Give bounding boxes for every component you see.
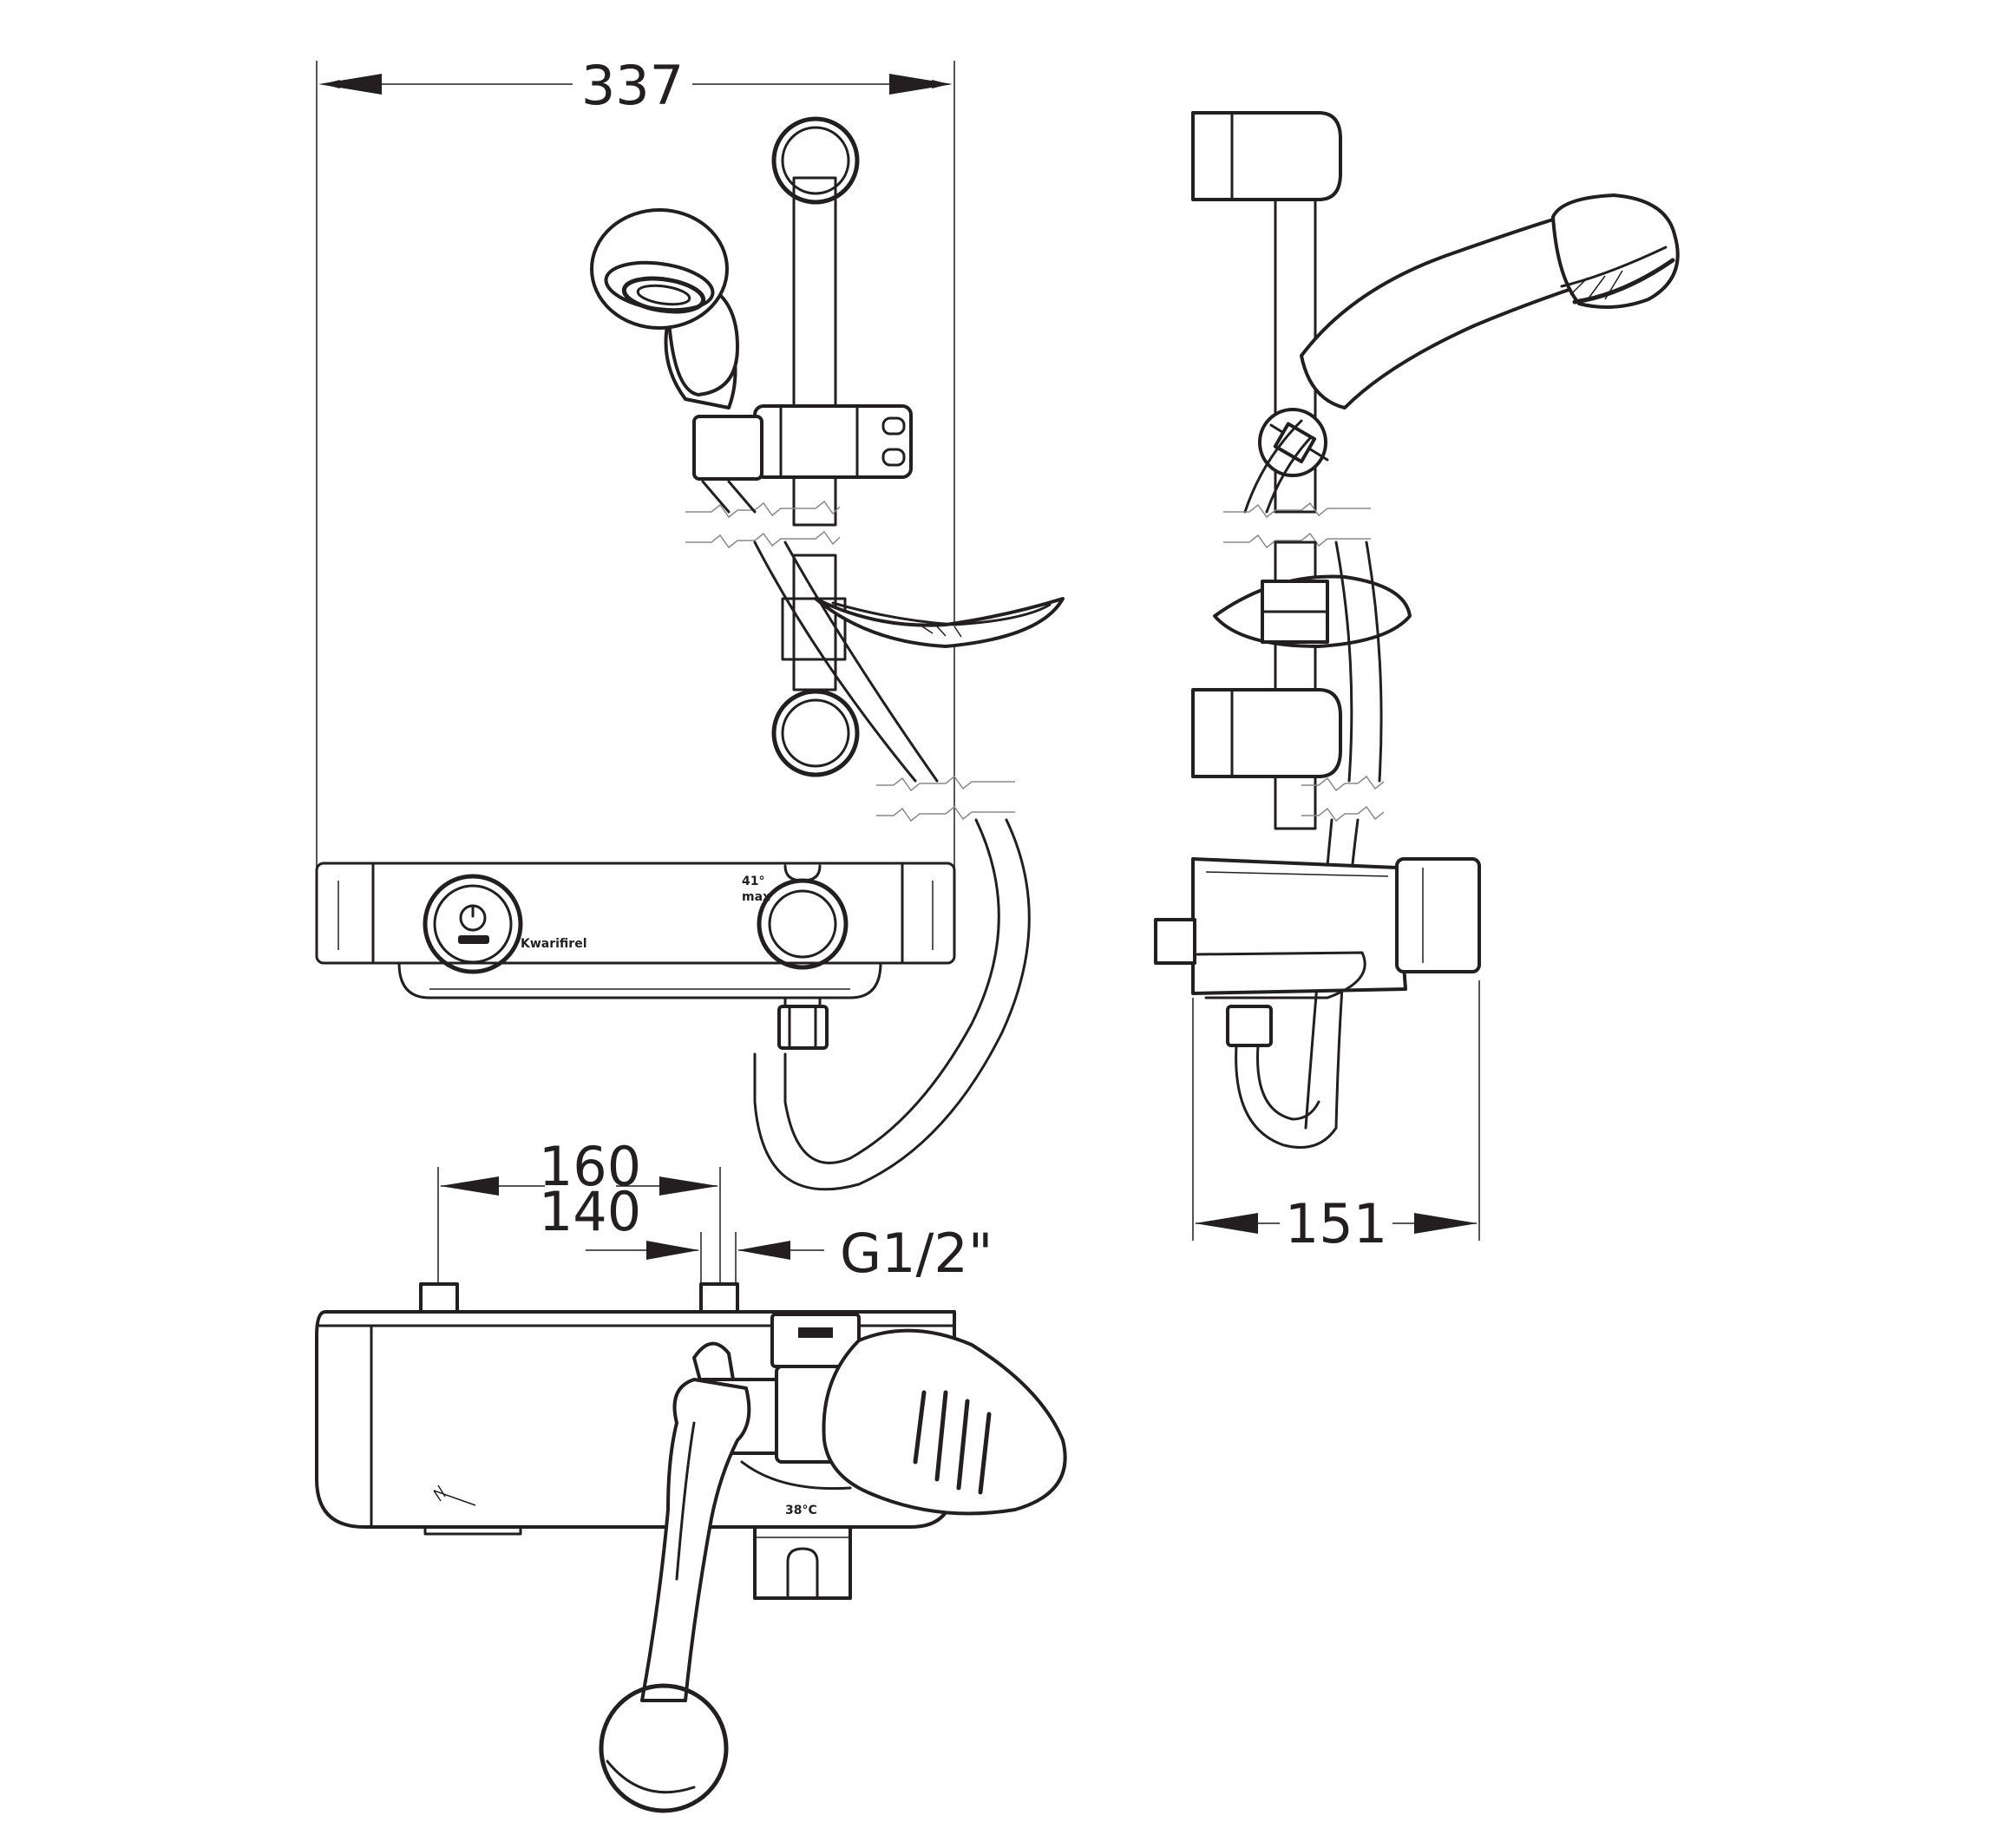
dimension-label-140: 140 <box>539 1180 641 1243</box>
dimension-width-337: 337 <box>316 54 955 868</box>
dimension-label-depth: 151 <box>1285 1192 1387 1255</box>
top-view: 160 140 G1/2" <box>315 1135 1067 1813</box>
front-view: 337 <box>315 54 1065 1191</box>
temp-label-38: 38°C <box>785 1504 817 1517</box>
dimension-label-thread: G1/2" <box>840 1222 993 1285</box>
temp-mark-41: 41° <box>742 875 764 888</box>
temperature-knob[interactable] <box>757 878 849 970</box>
rail-bracket-top <box>1191 111 1342 514</box>
break-marks-side <box>1223 501 1371 549</box>
flow-control-knob[interactable] <box>423 874 523 974</box>
holder-side <box>1243 408 1329 514</box>
hand-shower <box>590 208 739 410</box>
dimension-depth-151: 151 <box>1192 980 1480 1255</box>
mixer-body-side <box>1154 857 1481 1149</box>
dimension-label-160: 160 <box>539 1135 641 1198</box>
shower-holder <box>692 404 913 481</box>
handle-knob-end[interactable] <box>599 1683 729 1813</box>
inlet-left <box>419 1282 459 1314</box>
slide-rail <box>771 116 860 777</box>
side-view: 151 <box>1154 111 1680 1255</box>
inlet-right <box>699 1282 739 1314</box>
brand-label: Kwarifirel <box>521 937 587 951</box>
rail-lower-side <box>1191 541 1412 1130</box>
dimension-label-width: 337 <box>581 54 684 117</box>
soap-dish-top <box>822 1328 1067 1516</box>
break-marks-upper <box>685 500 841 549</box>
outlet-connector-top: 38°C <box>753 1504 852 1600</box>
soap-dish-front <box>781 597 1065 661</box>
temp-mark-max: max <box>742 890 770 904</box>
dimension-inlet-spacing: 160 140 G1/2" <box>437 1135 993 1288</box>
shower-hose-front <box>701 480 1031 1191</box>
hand-shower-side <box>1300 193 1680 410</box>
mixer-body-front: Kwarifirel 41° max <box>315 862 956 1050</box>
